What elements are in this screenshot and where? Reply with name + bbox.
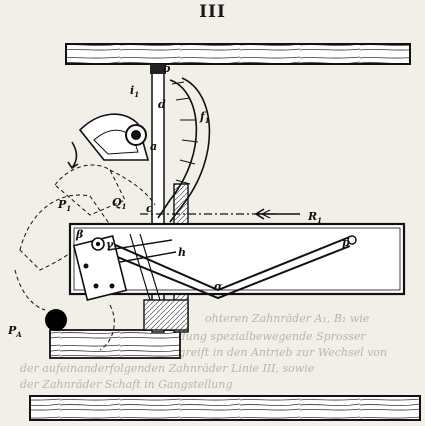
- rod-top-clamp: [150, 64, 166, 74]
- label-i1: i1: [130, 84, 139, 99]
- curved-guide-rail: [157, 77, 211, 223]
- bleed-line-4: der aufeinanderfolgenden Zahnräder Linie…: [20, 362, 315, 375]
- lever-end-pin: [347, 235, 357, 245]
- bottom-wood-beam: [29, 395, 421, 421]
- gamma-pulley-hub: [95, 241, 101, 247]
- label-pa: PA: [7, 324, 22, 339]
- diagonal-lever: [103, 235, 353, 300]
- label-c: c: [146, 202, 153, 215]
- label-d: d: [158, 98, 166, 111]
- label-alpha: α: [214, 280, 223, 293]
- connecting-link: [107, 239, 177, 263]
- bleed-through-text: ohteren Zahnräder A₁, B₁ wie le Bildung …: [20, 312, 387, 391]
- direction-arrow-r1-second: [256, 209, 275, 219]
- arm-ghost-lower: [19, 194, 109, 271]
- label-p1: P1: [57, 198, 71, 213]
- label-gamma: γ: [106, 238, 114, 251]
- bleed-line-1: ohteren Zahnräder A₁, B₁ wie: [205, 312, 370, 325]
- plate-rivet-3: [109, 283, 115, 289]
- weight-ball: [45, 309, 67, 331]
- bleed-line-5: der Zahnräder Schaft in Gangstellung: [20, 378, 233, 391]
- label-h: h: [178, 246, 186, 259]
- bleed-line-2: le Bildung spezialbewegende Sprosser: [150, 330, 366, 343]
- ghost-link: [109, 169, 156, 206]
- label-a: a: [150, 140, 157, 153]
- arm-ghost-position: [54, 164, 126, 216]
- post-foot: [143, 299, 189, 331]
- plate-rivet-2: [93, 283, 99, 289]
- top-wood-beam: [65, 43, 411, 65]
- pivot-arm-inner: [93, 129, 139, 155]
- cross-strut: [129, 233, 161, 301]
- pivot-wheel-hub: [131, 130, 141, 140]
- label-beta: β: [75, 228, 84, 241]
- label-q1: Q1: [112, 196, 126, 211]
- rail-ties: [171, 81, 199, 185]
- plate-rivet-1: [83, 263, 89, 269]
- rotation-arrow: [67, 141, 79, 170]
- label-f1: f1: [199, 110, 210, 125]
- base-wood-block: [49, 329, 181, 359]
- label-r1: R1: [307, 210, 322, 225]
- page-number: III: [199, 2, 226, 22]
- bleed-line-3: Man greift in den Antrieb zur Wechsel vo…: [149, 346, 387, 359]
- ghost-swing-path: [14, 269, 115, 351]
- label-p: p: [342, 236, 350, 249]
- label-b: b: [163, 62, 171, 75]
